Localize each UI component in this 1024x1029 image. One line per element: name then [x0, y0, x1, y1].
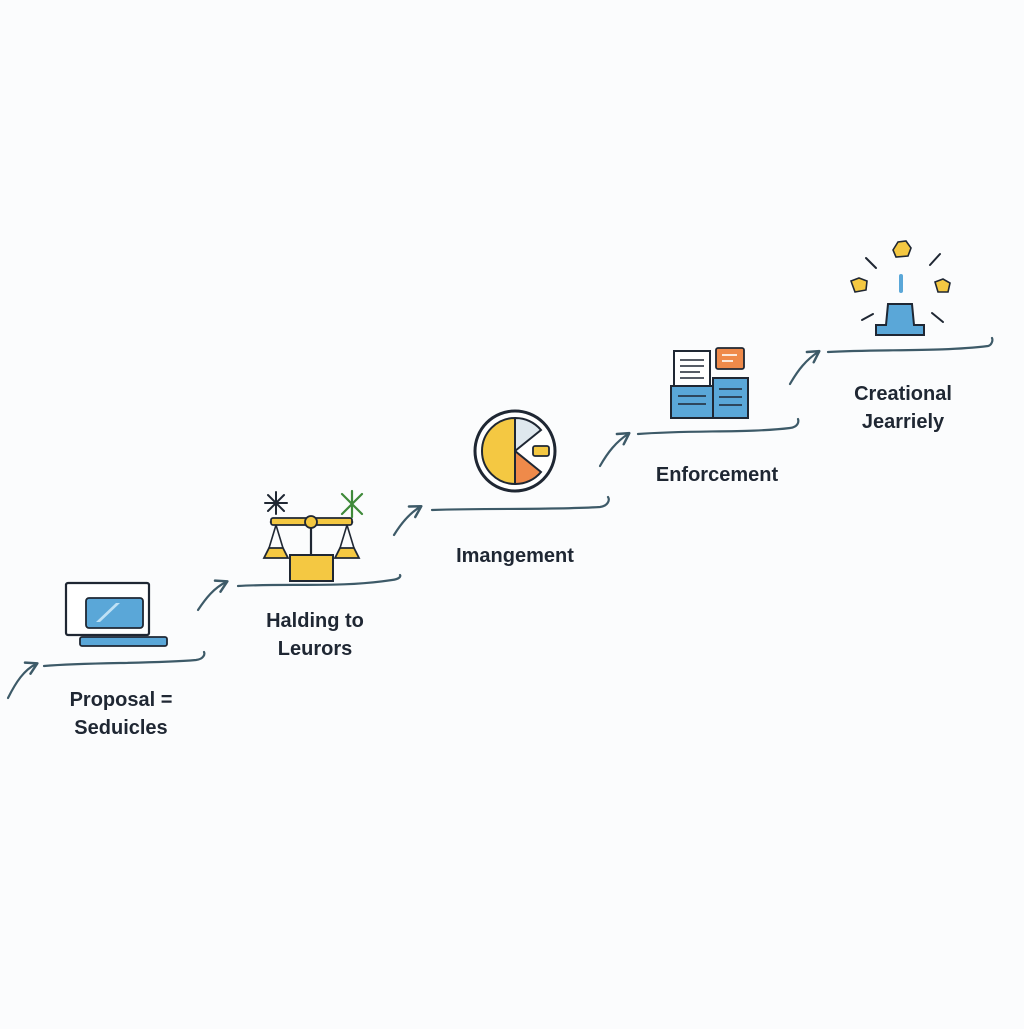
step-label-line: Imangement: [456, 545, 574, 567]
step-label-line: Leurors: [277, 638, 353, 660]
step-label-halding: Halding to Leurors: [266, 607, 364, 663]
connector-step-2: [236, 573, 402, 588]
step-label-line: Creational: [854, 383, 952, 405]
connector-arrow-4: [598, 431, 631, 468]
connector-step-4: [636, 417, 800, 436]
step-label-line: Proposal =: [69, 689, 173, 711]
step-label-enforcement: Enforcement: [656, 461, 778, 489]
step-label-line: Seduicles: [74, 717, 168, 739]
lightbulb-icon: [849, 240, 951, 336]
step-label-line: Halding to: [266, 610, 364, 632]
connector-path: [6, 336, 994, 700]
step-label-line: Jearriely: [861, 411, 945, 433]
connector-arrow-1: [6, 661, 39, 700]
connector-arrow-3: [392, 504, 423, 537]
step-label-proposal: Proposal = Seduicles: [70, 686, 173, 742]
connector-arrow-2: [196, 579, 229, 612]
connector-step-1: [42, 650, 206, 668]
documents-icon: [670, 347, 749, 419]
laptop-icon: [64, 581, 168, 647]
balance-scale-icon: [262, 489, 364, 582]
step-label-line: Enforcement: [655, 464, 779, 486]
connector-arrow-5: [788, 349, 821, 386]
connector-step-5: [826, 336, 994, 354]
step-label-imangement: Imangement: [456, 542, 574, 570]
step-label-creational: Creational Jearriely: [854, 380, 952, 436]
connector-step-3: [430, 495, 610, 512]
pie-chart-icon: [473, 409, 557, 493]
